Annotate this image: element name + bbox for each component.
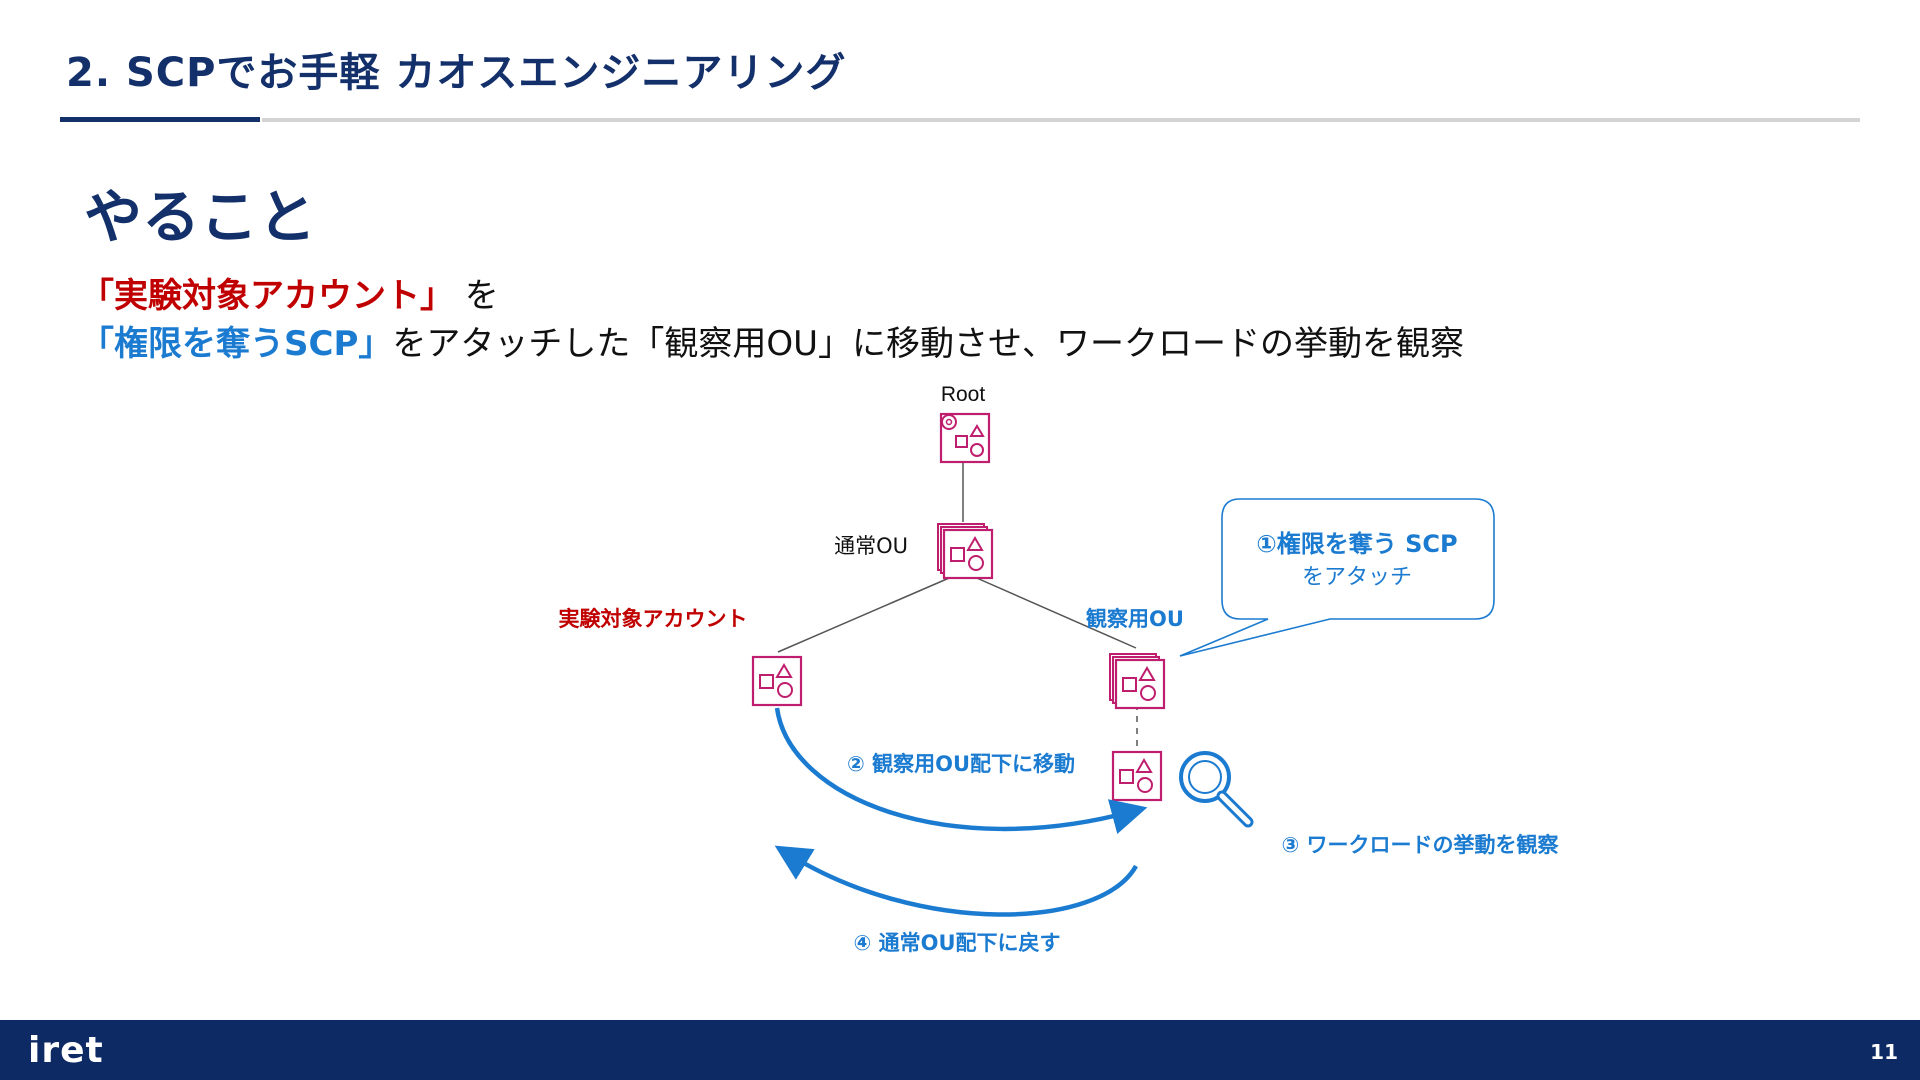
description-line-2-text: をアタッチした「観察用OU」に移動させ、ワークロードの挙動を観察 bbox=[392, 324, 1465, 364]
normal-ou-label: 通常OU bbox=[834, 534, 908, 558]
step-4-label: ④ 通常OU配下に戻す bbox=[854, 931, 1061, 955]
description-line-1: 「実験対象アカウント」 を bbox=[80, 268, 499, 317]
ou-to-observe-ou-connector bbox=[962, 571, 1137, 649]
target-account-label: 実験対象アカウント bbox=[559, 607, 748, 631]
step-3-label: ③ ワークロードの挙動を観察 bbox=[1281, 833, 1559, 857]
return-to-normal-arrow bbox=[774, 845, 1138, 917]
section-heading: やること bbox=[84, 183, 317, 251]
description-line-1-text: を bbox=[454, 276, 499, 316]
callout-line-2: をアタッチ bbox=[1302, 565, 1412, 590]
title-underline-accent bbox=[60, 117, 260, 122]
description-line-2: 「権限を奪うSCP」をアタッチした「観察用OU」に移動させ、ワークロードの挙動を… bbox=[80, 316, 1464, 365]
page-number: 11 bbox=[1870, 1040, 1898, 1064]
observe-ou-label: 観察用OU bbox=[1086, 607, 1184, 631]
scp-highlight: 「権限を奪うSCP」 bbox=[80, 324, 393, 364]
root-icon bbox=[939, 412, 991, 464]
move-to-observe-arrow bbox=[774, 707, 1148, 835]
target-account-highlight: 「実験対象アカウント」 bbox=[80, 276, 454, 316]
iret-logo: iret bbox=[28, 1030, 104, 1071]
magnifier-icon bbox=[1179, 751, 1254, 828]
target-account-icon bbox=[751, 655, 803, 707]
slide-title: 2. SCPでお手軽 カオスエンジニアリング bbox=[66, 50, 847, 96]
title-underline bbox=[262, 118, 1860, 122]
callout-line-1: ①権限を奪う SCP bbox=[1256, 530, 1457, 558]
normal-ou-icon bbox=[938, 524, 992, 578]
scp-callout-bubble bbox=[1179, 498, 1495, 657]
root-label: Root bbox=[941, 383, 986, 406]
footer-bar bbox=[0, 1020, 1920, 1080]
step-2-label: ② 観察用OU配下に移動 bbox=[847, 752, 1075, 776]
ou-to-account-connector bbox=[777, 571, 964, 653]
observe-ou-icon bbox=[1110, 654, 1164, 708]
moved-account-icon bbox=[1111, 750, 1163, 802]
